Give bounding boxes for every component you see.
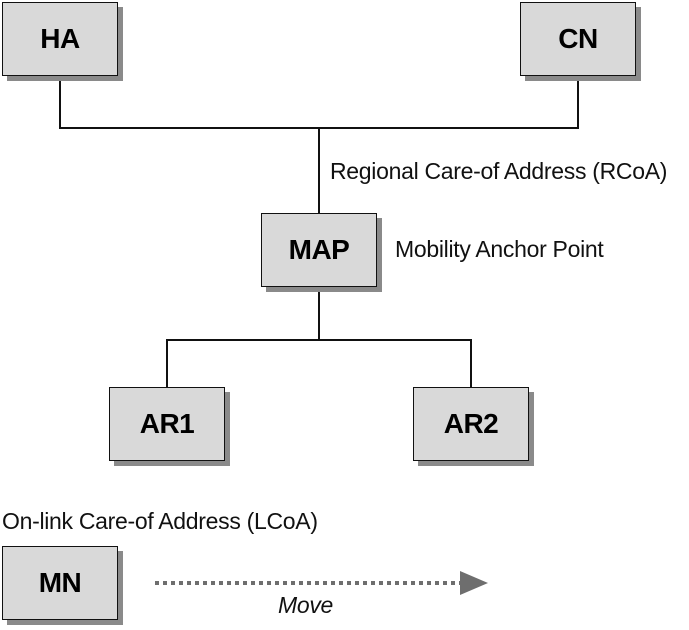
node-ha: HA xyxy=(2,2,118,76)
map-description-label: Mobility Anchor Point xyxy=(395,236,604,262)
node-mn: MN xyxy=(2,546,118,620)
node-ar2: AR2 xyxy=(413,387,529,461)
lcoa-label: On-link Care-of Address (LCoA) xyxy=(2,508,318,534)
node-map: MAP xyxy=(261,213,377,287)
rcoa-label: Regional Care-of Address (RCoA) xyxy=(330,158,668,184)
move-arrow-head xyxy=(460,571,488,595)
node-cn: CN xyxy=(520,2,636,76)
ar-branch-connector xyxy=(166,339,472,387)
ha-cn-connector xyxy=(59,76,579,129)
move-label: Move xyxy=(278,592,334,618)
node-ar1: AR1 xyxy=(109,387,225,461)
